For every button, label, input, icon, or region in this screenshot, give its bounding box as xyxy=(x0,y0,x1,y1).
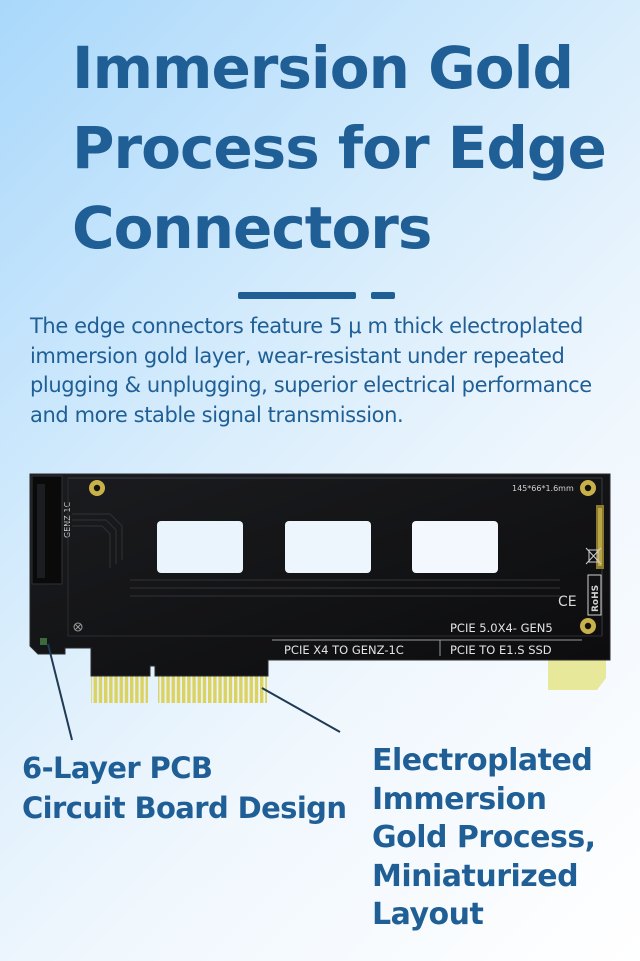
cutout-window-1 xyxy=(157,521,243,573)
title-divider-short xyxy=(371,292,395,299)
callout-right-line-1: Electroplated xyxy=(372,743,593,778)
leader-line-right xyxy=(261,687,341,733)
dimension-label: 145*66*1.6mm xyxy=(512,484,574,493)
callout-pcb-layers: 6-Layer PCB Circuit Board Design xyxy=(22,748,352,828)
mounting-hole-right xyxy=(580,618,596,634)
mounting-hole-top-right xyxy=(580,480,596,496)
callout-right-line-5: Layout xyxy=(372,897,484,932)
e1s-gold-tab xyxy=(548,656,606,690)
cutout-window-3 xyxy=(412,521,498,573)
title-divider-long xyxy=(238,292,356,299)
weee-bin-icon xyxy=(585,547,602,565)
gold-edge-fingers xyxy=(91,673,267,703)
page-title: Immersion Gold Process for Edge Connecto… xyxy=(72,28,632,268)
mounting-hole-top-left xyxy=(89,480,105,496)
cutout-window-2 xyxy=(285,521,371,573)
board-label-right: PCIE TO E1.S SSD xyxy=(450,643,552,657)
pcb-adapter-image: GENZ-1C 145*66*1.6mm RoHS xyxy=(29,473,611,741)
callout-right-line-4: Miniaturized xyxy=(372,858,579,894)
spec-label: PCIE 5.0X4- GEN5 xyxy=(450,621,553,635)
board-label-left: PCIE X4 TO GENZ-1C xyxy=(284,643,404,657)
title-line-3: Connectors xyxy=(72,194,432,262)
alignment-mark xyxy=(73,622,83,632)
title-line-1: Immersion Gold xyxy=(72,34,574,102)
genz-slot-connector xyxy=(31,475,63,585)
rohs-mark: RoHS xyxy=(591,585,601,612)
callout-right-line-2: Immersion xyxy=(372,781,547,817)
callout-right-line-3: Gold Process, xyxy=(372,820,596,855)
leader-line-left xyxy=(47,643,73,741)
ce-mark: CE xyxy=(558,594,577,610)
callout-gold-process: Electroplated Immersion Gold Process, Mi… xyxy=(372,742,634,935)
description-text: The edge connectors feature 5 μ m thick … xyxy=(30,314,592,427)
callout-left-line-1: 6-Layer PCB xyxy=(22,751,213,785)
title-line-2: Process for Edge xyxy=(72,114,607,182)
callout-left-line-2: Circuit Board Design xyxy=(22,791,347,825)
